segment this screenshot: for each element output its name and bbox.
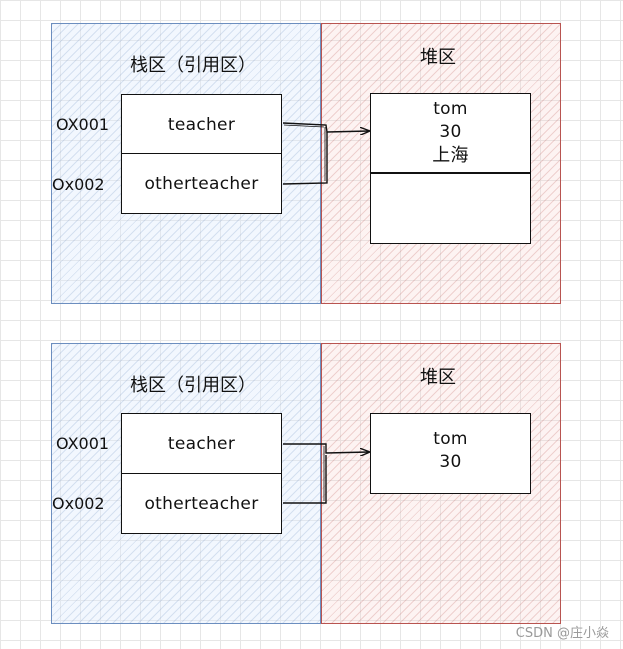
arrow-teacher-2	[283, 443, 369, 453]
watermark: CSDN @庄小焱	[515, 626, 609, 641]
var-name-2b: otherteacher	[144, 493, 259, 514]
object-field-city-1: 上海	[432, 145, 469, 166]
address-label-1a: OX001	[56, 115, 110, 134]
var-box-2b: otherteacher	[121, 473, 282, 534]
stack-title-2: 栈区（引用区）	[130, 375, 256, 396]
var-name-1a: teacher	[167, 114, 236, 135]
object-fields-2: tom 30	[433, 428, 468, 474]
arrow-otherteacher-1	[282, 132, 328, 185]
address-label-2b: Ox002	[52, 494, 105, 513]
address-label-1b: Ox002	[52, 175, 105, 194]
arrow-teacher-1	[282, 122, 369, 132]
object-fields-1: tom 30 上海	[432, 98, 469, 167]
var-box-1a: teacher	[121, 94, 282, 155]
object-field-age-1: 30	[439, 122, 462, 142]
heap-object-box-1: tom 30 上海	[370, 93, 531, 173]
heap-title-2: 堆区	[420, 367, 456, 388]
var-box-2a: teacher	[121, 413, 282, 474]
object-field-name-2: tom	[433, 429, 468, 449]
stack-title-1: 栈区（引用区）	[130, 55, 256, 76]
arrow-otherteacher-2	[283, 455, 327, 504]
object-field-name-1: tom	[433, 99, 468, 119]
var-box-1b: otherteacher	[121, 153, 282, 214]
heap-object-box-2: tom 30	[370, 413, 531, 494]
object-field-age-2: 30	[439, 452, 462, 472]
var-name-2a: teacher	[167, 433, 236, 454]
var-name-1b: otherteacher	[144, 173, 259, 194]
heap-empty-box-1	[370, 173, 531, 244]
address-label-2a: OX001	[56, 434, 110, 453]
heap-title-1: 堆区	[420, 47, 456, 68]
